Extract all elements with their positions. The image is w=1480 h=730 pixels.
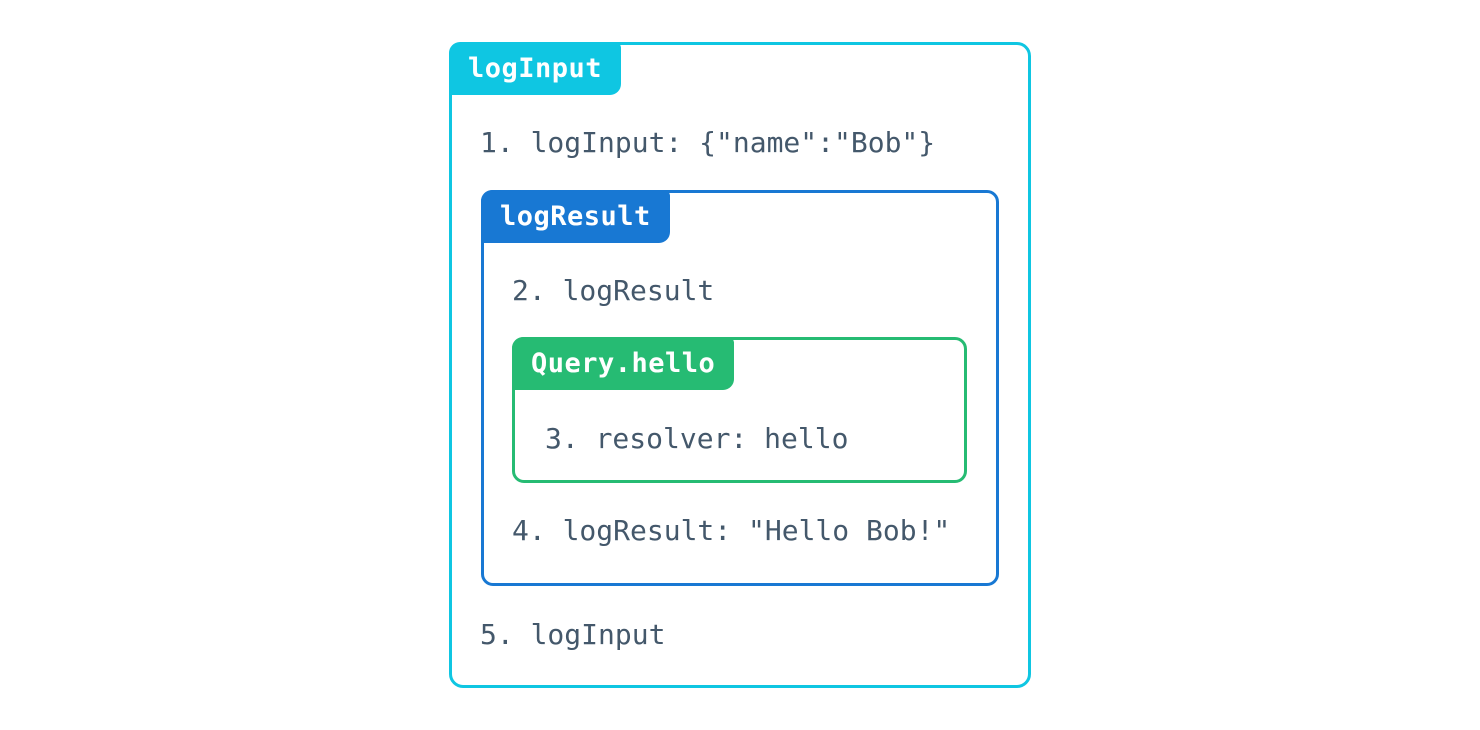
loginput-box bbox=[449, 42, 1031, 688]
logresult-label: logResult bbox=[481, 190, 670, 243]
step-2-logresult-call: 2. logResult bbox=[512, 274, 715, 307]
step-3-resolver-call: 3. resolver: hello bbox=[545, 422, 849, 455]
logresult-box bbox=[481, 190, 999, 586]
step-1-loginput-call: 1. logInput: {"name":"Bob"} bbox=[480, 126, 936, 159]
step-5-loginput-return: 5. logInput bbox=[480, 618, 666, 651]
loginput-label: logInput bbox=[449, 42, 622, 95]
step-4-logresult-return: 4. logResult: "Hello Bob!" bbox=[512, 514, 951, 547]
query-hello-box bbox=[512, 337, 967, 483]
query-hello-label: Query.hello bbox=[512, 337, 735, 390]
